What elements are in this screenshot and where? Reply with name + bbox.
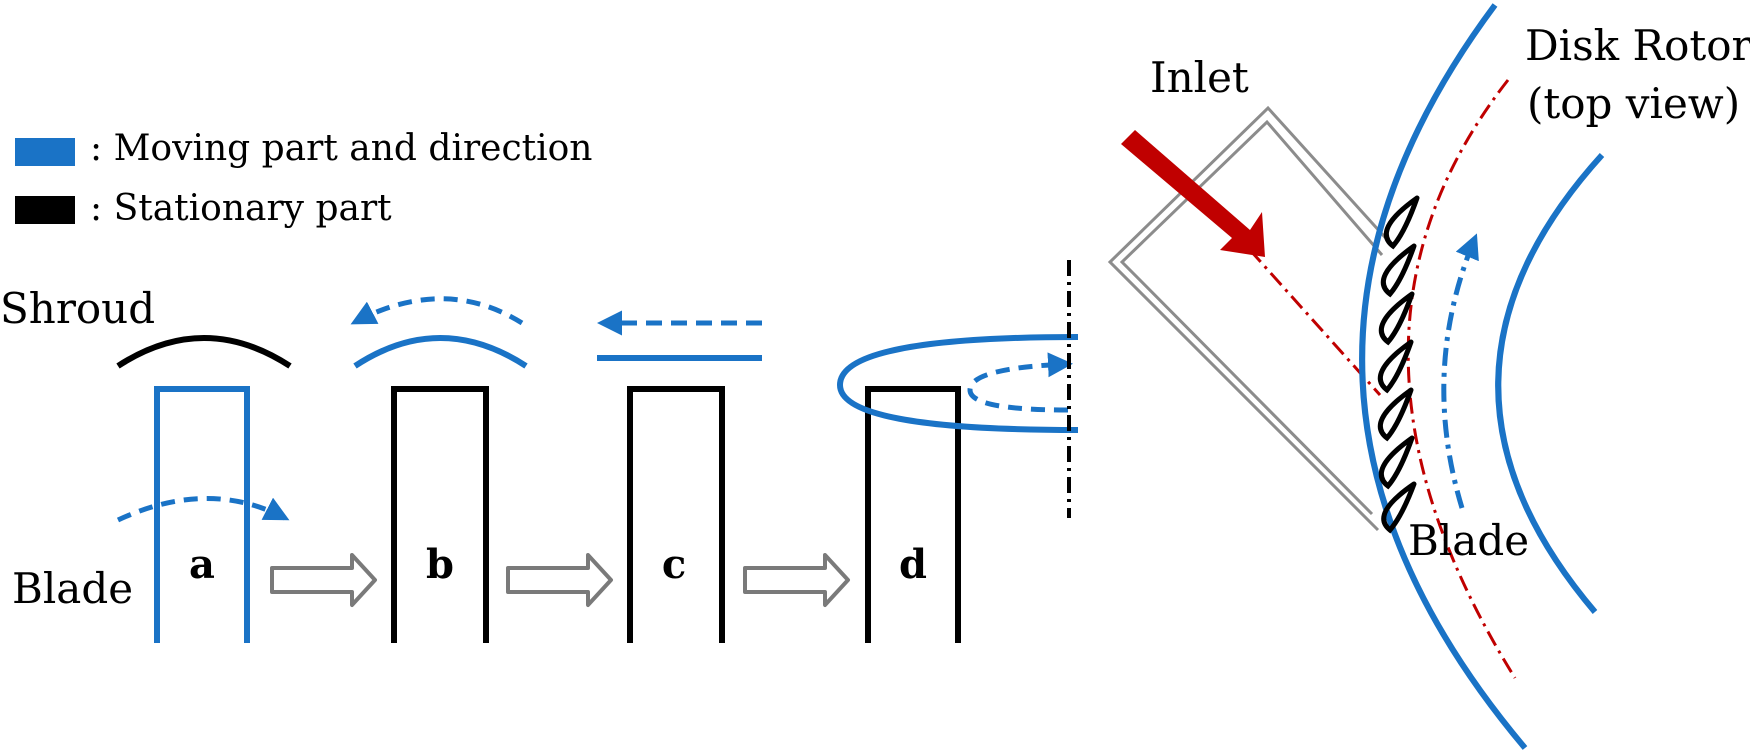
stage-a-motion-arrow <box>116 496 290 523</box>
transition-arrow-bc <box>506 553 613 607</box>
rotor-blade-label: Blade <box>1408 516 1529 565</box>
legend-moving-label: : Moving part and direction <box>90 128 592 169</box>
rotor-blade <box>1381 481 1417 534</box>
blade-label: Blade <box>12 564 133 613</box>
disk-rotor-label-line2: (top view) <box>1527 79 1740 128</box>
transition-arrow-cd <box>743 553 850 607</box>
stage-a-shroud <box>116 335 292 369</box>
rotor-outer-arc <box>1359 3 1528 750</box>
stage-b-shroud-motion-arrow <box>350 296 524 326</box>
stage-d-blade <box>865 386 961 643</box>
stage-b-blade <box>391 386 489 643</box>
stage-a-letter: a <box>189 541 215 588</box>
inlet-label: Inlet <box>1150 53 1249 102</box>
inlet-nozzle-outer <box>1107 105 1394 532</box>
stage-d: d <box>836 260 1079 643</box>
inlet-centerline <box>1248 248 1382 397</box>
stage-a-blade <box>154 386 250 643</box>
rotor-blades <box>1377 195 1420 534</box>
rotor-rotation-arrow <box>1441 233 1479 509</box>
legend: : Moving part and direction : Stationary… <box>15 128 592 229</box>
stage-b: b <box>350 296 528 643</box>
stage-c-letter: c <box>662 541 686 588</box>
rotor-blade <box>1380 243 1417 298</box>
stage-d-rotor-disk <box>836 334 1079 433</box>
inlet-nozzle-inner <box>1119 119 1384 516</box>
stage-b-letter: b <box>426 541 454 588</box>
stage-b-shroud <box>353 335 528 369</box>
blade-centerline <box>1406 79 1517 679</box>
legend-stationary-label: : Stationary part <box>90 188 392 229</box>
rotor-blade <box>1378 291 1415 346</box>
disk-rotor-top-view: Inlet Disk Rotor (top view) Blade <box>1107 3 1750 750</box>
stage-d-letter: d <box>899 541 927 588</box>
rotor-inner-arc <box>1495 152 1605 614</box>
rotor-blade <box>1383 195 1420 250</box>
rotor-blade <box>1378 435 1415 490</box>
stage-a: a <box>116 335 292 643</box>
rotor-blade <box>1377 387 1414 442</box>
disk-rotor-label-line1: Disk Rotor <box>1525 21 1750 70</box>
stage-c: c <box>597 310 762 643</box>
stage-c-blade <box>627 386 725 643</box>
shroud-label: Shroud <box>0 284 155 333</box>
stage-d-rotation-arrow <box>967 352 1073 413</box>
transition-arrow-ab <box>270 553 377 607</box>
legend-moving-swatch <box>15 138 75 166</box>
rotor-blade <box>1377 339 1414 394</box>
inlet-flow-arrow <box>1121 130 1265 257</box>
legend-stationary-swatch <box>15 196 75 224</box>
